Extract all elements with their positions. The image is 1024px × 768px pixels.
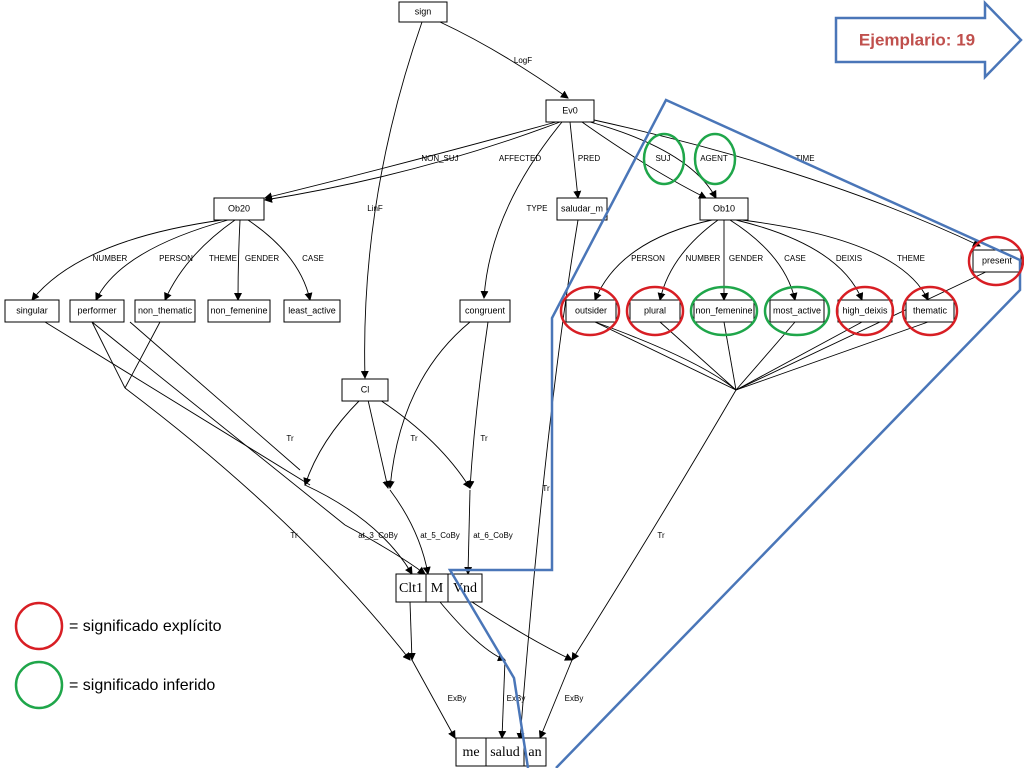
edge-label-suj: SUJ bbox=[655, 154, 670, 163]
node-saludar: saludar_m bbox=[556, 197, 608, 221]
node-singular: singular bbox=[4, 299, 60, 323]
node-plural: plural bbox=[629, 299, 681, 323]
edge-label-at5: at_5_CoBy bbox=[420, 531, 460, 540]
edge-label-at3: at_3_CoBy bbox=[358, 531, 398, 540]
edge-label-person-left: PERSON bbox=[159, 254, 193, 263]
node-ev0: Ev0 bbox=[545, 99, 595, 123]
edges bbox=[31, 21, 991, 741]
legend: = significado explícito = significado in… bbox=[14, 601, 222, 710]
node-non-femenine-right: non_femenine bbox=[693, 299, 755, 323]
edge-label-tr: Tr bbox=[410, 434, 418, 443]
node-high-deixis: high_deixis bbox=[837, 299, 893, 323]
svg-text:most_active: most_active bbox=[773, 305, 821, 315]
explicit-ring-thematic bbox=[901, 285, 959, 337]
explicit-ring-present bbox=[967, 235, 1024, 287]
legend-label-inferred: = significado inferido bbox=[69, 677, 215, 694]
edge-label-gender-right: GENDER bbox=[729, 254, 763, 263]
morpheme-box-bottom: me salud an bbox=[455, 737, 547, 767]
edge-label-tr: Tr bbox=[480, 434, 488, 443]
inferred-ring-most-active bbox=[763, 285, 831, 337]
svg-text:Ob10: Ob10 bbox=[713, 203, 735, 213]
svg-text:congruent: congruent bbox=[465, 305, 506, 315]
inferred-ring-suj bbox=[642, 132, 686, 186]
edge-label-gender-left: GENDER bbox=[245, 254, 279, 263]
edge-label-number-right: NUMBER bbox=[686, 254, 721, 263]
morpheme-an: an bbox=[528, 745, 541, 760]
inferred-ring-non-femenine bbox=[689, 285, 759, 337]
edge-label-time: TIME bbox=[795, 154, 814, 163]
nodes: sign Ev0 Ob20 saludar_m Ob10 Cl singular bbox=[4, 1, 1022, 767]
edge-label-linf: LinF bbox=[367, 204, 383, 213]
node-performer: performer bbox=[69, 299, 125, 323]
edge-label-logf: LogF bbox=[514, 56, 532, 65]
svg-text:singular: singular bbox=[16, 305, 48, 315]
svg-text:present: present bbox=[982, 255, 1013, 265]
svg-text:least_active: least_active bbox=[288, 305, 336, 315]
edge-label-tr: Tr bbox=[286, 434, 294, 443]
edge-label-tr: Tr bbox=[657, 531, 665, 540]
edge-label-exby: ExBy bbox=[565, 694, 584, 703]
node-ob10: Ob10 bbox=[699, 197, 749, 221]
svg-text:non_thematic: non_thematic bbox=[138, 305, 193, 315]
edge-label-non-suj: NON_SUJ bbox=[421, 154, 458, 163]
svg-text:performer: performer bbox=[77, 305, 116, 315]
edge-label-at6: at_6_CoBy bbox=[473, 531, 513, 540]
inferred-ring-agent bbox=[693, 132, 737, 186]
edge-label-deixis-right: DEIXIS bbox=[836, 254, 862, 263]
svg-text:Ob20: Ob20 bbox=[228, 203, 250, 213]
explicit-ring-plural bbox=[625, 285, 685, 337]
badge-label: Ejemplario: 19 bbox=[859, 30, 975, 49]
edge-label-case-right: CASE bbox=[784, 254, 806, 263]
edge-labels: LogF LinF NON_SUJ AFFECTED PRED SUJ AGEN… bbox=[93, 56, 925, 703]
node-congruent: congruent bbox=[459, 299, 511, 323]
svg-text:thematic: thematic bbox=[913, 305, 948, 315]
svg-text:saludar_m: saludar_m bbox=[561, 203, 603, 213]
highlight-region-outline bbox=[447, 98, 1022, 768]
morpheme-clt1: Clt1 bbox=[399, 581, 423, 596]
annotation-rings bbox=[559, 132, 1024, 337]
explicit-ring-outsider bbox=[559, 285, 621, 337]
edge-label-theme-left: THEME bbox=[209, 254, 237, 263]
morpheme-m: M bbox=[431, 581, 444, 596]
legend-green-circle bbox=[14, 660, 64, 710]
node-non-femenine-left: non_femenine bbox=[207, 299, 271, 323]
edge-label-agent: AGENT bbox=[700, 154, 728, 163]
node-outsider: outsider bbox=[565, 299, 617, 323]
edge-label-affected: AFFECTED bbox=[499, 154, 541, 163]
node-thematic: thematic bbox=[905, 299, 955, 323]
edge-label-theme-right: THEME bbox=[897, 254, 925, 263]
legend-red-circle bbox=[14, 601, 64, 651]
morpheme-salud: salud bbox=[490, 745, 520, 760]
edge-label-type: TYPE bbox=[527, 204, 548, 213]
svg-text:high_deixis: high_deixis bbox=[842, 305, 888, 315]
svg-text:non_femenine: non_femenine bbox=[210, 305, 267, 315]
edge-label-exby: ExBy bbox=[448, 694, 467, 703]
svg-text:outsider: outsider bbox=[575, 305, 607, 315]
explicit-ring-high-deixis bbox=[835, 285, 895, 337]
node-sign: sign bbox=[398, 1, 448, 23]
edge-label-case-left: CASE bbox=[302, 254, 324, 263]
badge-ejemplario: Ejemplario: 19 bbox=[834, 0, 1023, 81]
node-ob20: Ob20 bbox=[213, 197, 265, 221]
node-non-thematic: non_thematic bbox=[134, 299, 196, 323]
node-cl: Cl bbox=[341, 378, 389, 402]
svg-text:Ev0: Ev0 bbox=[562, 105, 578, 115]
svg-text:plural: plural bbox=[644, 305, 666, 315]
svg-text:Cl: Cl bbox=[361, 384, 370, 394]
edge-label-tr: Tr bbox=[542, 484, 550, 493]
legend-label-explicit: = significado explícito bbox=[69, 618, 222, 635]
node-present: present bbox=[972, 249, 1022, 273]
svg-text:sign: sign bbox=[415, 6, 432, 16]
morpheme-box-top: Clt1 M Vnd bbox=[395, 573, 483, 603]
edge-label-number-left: NUMBER bbox=[93, 254, 128, 263]
node-least-active: least_active bbox=[283, 299, 341, 323]
morpheme-me: me bbox=[462, 745, 479, 760]
edge-label-tr: Tr bbox=[290, 531, 298, 540]
edge-label-pred: PRED bbox=[578, 154, 600, 163]
node-most-active: most_active bbox=[769, 299, 825, 323]
svg-text:non_femenine: non_femenine bbox=[695, 305, 752, 315]
edge-label-person-right: PERSON bbox=[631, 254, 665, 263]
